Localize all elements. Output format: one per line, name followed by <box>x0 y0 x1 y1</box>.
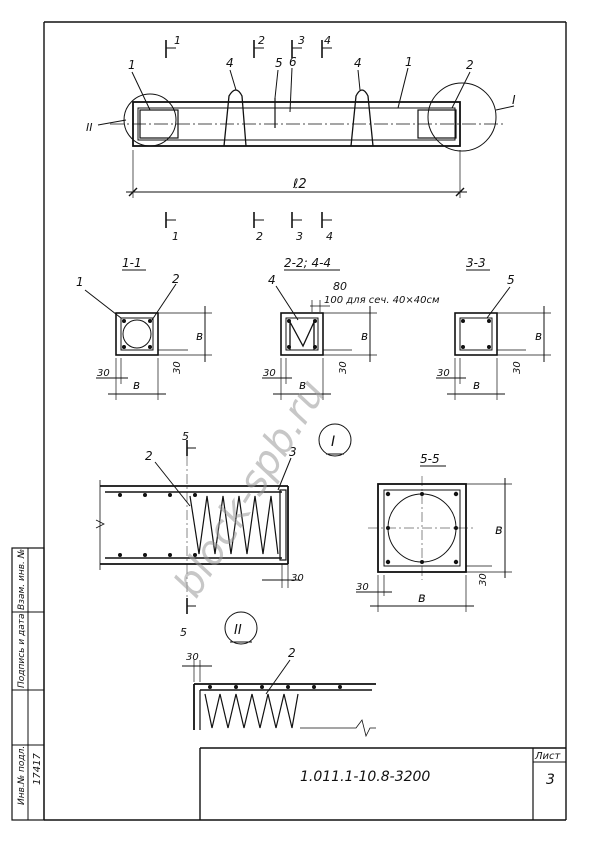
detail-i-title: I <box>331 434 335 450</box>
cut-marks-bottom: 1 2 3 4 <box>165 212 333 243</box>
side-stamp: Взам. инв. № Подпись и дата Инв.№ подл. … <box>11 547 45 821</box>
stamp-inv-orig: Инв.№ подл. <box>17 746 27 805</box>
s22-dim-b-horiz: в <box>299 378 306 392</box>
s22-dim-30-horiz: 30 <box>263 368 276 379</box>
s11-pos-1: 1 <box>76 275 84 289</box>
cut-marks-top: 1 2 3 4 <box>165 34 332 58</box>
elev-detail-ii-label: II <box>86 121 93 134</box>
s55-dim-b-horiz: в <box>418 591 426 606</box>
cut-3-bottom: 3 <box>296 230 303 243</box>
section-1-1-title: 1-1 <box>122 256 142 270</box>
s22-note-80: 80 <box>333 280 347 293</box>
s55-dim-30-vert: 30 <box>478 573 489 586</box>
s11-dim-b-horiz: в <box>133 378 140 392</box>
s11-dim-30-vert: 30 <box>172 361 183 374</box>
span-label: ℓ2 <box>292 177 307 192</box>
s55-dim-30-horiz: 30 <box>356 582 369 593</box>
s33-pos-5: 5 <box>507 273 515 287</box>
detail-i-title-circle <box>318 423 352 457</box>
s11-pos-2: 2 <box>172 272 180 286</box>
section-2-2-title: 2-2; 4-4 <box>284 256 331 270</box>
elev-pos-4-right: 4 <box>354 56 362 70</box>
detail-ii-title-circle <box>224 611 258 645</box>
s11-dim-b-vert: в <box>196 329 203 343</box>
detail-i: I 2 3 5 5 30 <box>95 423 352 639</box>
elev-pos-1: 1 <box>405 55 413 69</box>
elev-pos-4-left: 4 <box>226 56 234 70</box>
s33-dim-30-vert: 30 <box>512 361 523 374</box>
detI-pos-2: 2 <box>145 449 153 463</box>
s55-dim-b-vert: в <box>495 523 503 538</box>
s33-dim-30-horiz: 30 <box>437 368 450 379</box>
cut-2-top: 2 <box>258 34 265 47</box>
watermark: block-spb.ru <box>165 372 335 606</box>
elevation-view: 1 4 5 6 4 1 2 II I ℓ2 1 2 3 4 1 <box>86 34 516 243</box>
detail-i-marker-circle <box>427 82 497 152</box>
s22-pos-4: 4 <box>268 273 276 287</box>
detII-pos-2: 2 <box>288 646 296 660</box>
sheet-label: Лист <box>534 751 562 762</box>
detI-pos-3: 3 <box>289 445 297 459</box>
elev-pos-5: 5 <box>275 56 283 70</box>
cut-2-bottom: 2 <box>256 230 263 243</box>
s33-dim-b-vert: в <box>535 329 542 343</box>
detI-dim-30: 30 <box>291 573 304 584</box>
drawing-number: 1.011.1-10.8-3200 <box>300 769 430 785</box>
section-3-3: 3-3 5 в 30 в 30 <box>436 256 551 400</box>
cut-4-top: 4 <box>324 34 331 47</box>
detI-cut-5-top: 5 <box>182 430 189 443</box>
stamp-sign-date: Подпись и дата <box>17 613 27 688</box>
detI-cut-5-bottom: 5 <box>180 626 187 639</box>
cut-1-bottom: 1 <box>172 230 179 243</box>
section-1-1: 1-1 1 2 в 30 в 30 <box>76 256 212 400</box>
cut-1-top: 1 <box>174 34 181 47</box>
sheet-number: 3 <box>546 772 555 788</box>
section-3-3-title: 3-3 <box>466 256 486 270</box>
cut-3-top: 3 <box>298 34 305 47</box>
detail-ii: II 2 30 <box>182 611 376 738</box>
detail-ii-title: II <box>234 623 242 638</box>
title-block: Лист 3 1.011.1-10.8-3200 <box>199 747 566 820</box>
s11-dim-30-horiz: 30 <box>97 368 110 379</box>
elev-detail-i-label: I <box>512 93 516 107</box>
s22-note-100: 100 для сеч. 40×40см <box>324 295 440 306</box>
elev-pos-6: 6 <box>289 55 297 69</box>
detII-dim-30: 30 <box>186 652 199 663</box>
stamp-replace-inv: Взам. инв. № <box>17 549 27 610</box>
section-2-2: 2-2; 4-4 4 80 100 для сеч. 40×40см в 30 … <box>262 256 440 400</box>
elev-pos-2-left: 1 <box>128 58 136 72</box>
inventory-number: 17417 <box>32 753 43 785</box>
section-5-5: 5-5 в 30 в 30 <box>356 452 512 612</box>
cut-4-bottom: 4 <box>326 230 333 243</box>
s33-dim-b-horiz: в <box>473 378 480 392</box>
s22-dim-b-vert: в <box>361 329 368 343</box>
elev-pos-2-right: 2 <box>466 58 474 72</box>
section-5-5-title: 5-5 <box>420 452 440 466</box>
s22-dim-30-vert: 30 <box>338 361 349 374</box>
